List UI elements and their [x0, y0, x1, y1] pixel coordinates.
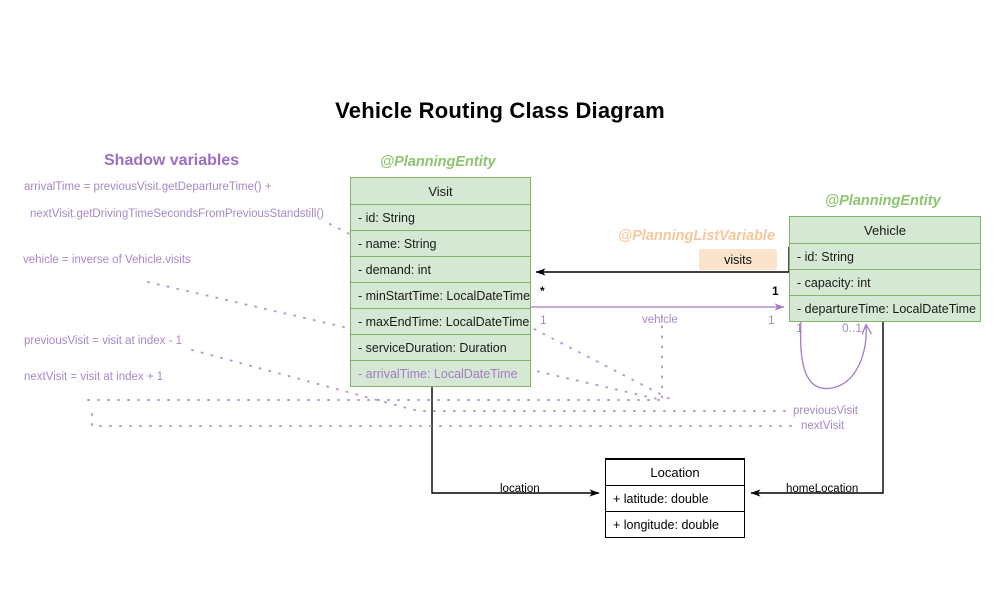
stereotype-planning-entity-vehicle: @PlanningEntity: [825, 193, 941, 209]
field-location-longitude: + longitude: double: [606, 511, 744, 537]
field-visit-demand: - demand: int: [351, 256, 530, 282]
shadow-variables-title: Shadow variables: [104, 152, 240, 169]
stereotype-planning-entity-visit: @PlanningEntity: [380, 154, 496, 170]
multiplicity-self-loop-target: 0..1: [842, 321, 863, 335]
field-location-latitude: + latitude: double: [606, 485, 744, 511]
class-name-vehicle: Vehicle: [864, 222, 906, 238]
field-visit-service-duration: - serviceDuration: Duration: [351, 334, 530, 360]
field-visit-name: - name: String: [351, 230, 530, 256]
field-vehicle-capacity: - capacity: int: [790, 269, 980, 295]
shadow-note-previous-visit: previousVisit = visit at index - 1: [24, 335, 182, 347]
class-name-visit: Visit: [428, 183, 453, 199]
shadow-note-arrival-time-line2: nextVisit.getDrivingTimeSecondsFromPrevi…: [30, 208, 324, 220]
association-label-location: location: [500, 483, 540, 495]
field-visit-id: - id: String: [351, 204, 530, 230]
field-vehicle-id: - id: String: [790, 243, 980, 269]
shadow-note-next-visit: nextVisit = visit at index + 1: [24, 371, 164, 383]
field-visit-max-end-time: - maxEndTime: LocalDateTime: [351, 308, 530, 334]
field-visit-min-start-time: - minStartTime: LocalDateTime: [351, 282, 530, 308]
field-vehicle-departure-time: - departureTime: LocalDateTime: [790, 295, 980, 321]
class-name-location: Location: [606, 459, 744, 485]
multiplicity-vehicle-source: 1: [540, 313, 547, 327]
multiplicity-visits-source: 1: [772, 284, 779, 298]
class-box-vehicle[interactable]: Vehicle - id: String - capacity: int - d…: [789, 216, 981, 322]
class-box-location[interactable]: Location + latitude: double + longitude:…: [605, 458, 745, 538]
leader-next-visit: [91, 413, 798, 427]
edge-location: [431, 384, 600, 497]
shadow-note-arrival-time-line1: arrivalTime = previousVisit.getDeparture…: [24, 181, 272, 193]
association-label-vehicle: vehicle: [642, 314, 678, 326]
multiplicity-self-loop-source: 1: [796, 321, 803, 335]
association-label-home-location: homeLocation: [786, 483, 859, 495]
multiplicity-visits-target: *: [540, 284, 545, 298]
association-label-previous-visit: previousVisit: [793, 405, 858, 417]
page-title: Vehicle Routing Class Diagram: [335, 98, 665, 123]
field-visit-arrival-time: - arrivalTime: LocalDateTime: [351, 360, 530, 386]
association-badge-visits[interactable]: visits: [699, 249, 777, 270]
class-box-visit[interactable]: Visit - id: String - name: String - dema…: [350, 177, 531, 387]
multiplicity-vehicle-target: 1: [768, 313, 775, 327]
shadow-note-vehicle: vehicle = inverse of Vehicle.visits: [23, 254, 191, 266]
association-label-next-visit: nextVisit: [801, 420, 845, 432]
stereotype-planning-list-variable: @PlanningListVariable: [618, 228, 776, 244]
